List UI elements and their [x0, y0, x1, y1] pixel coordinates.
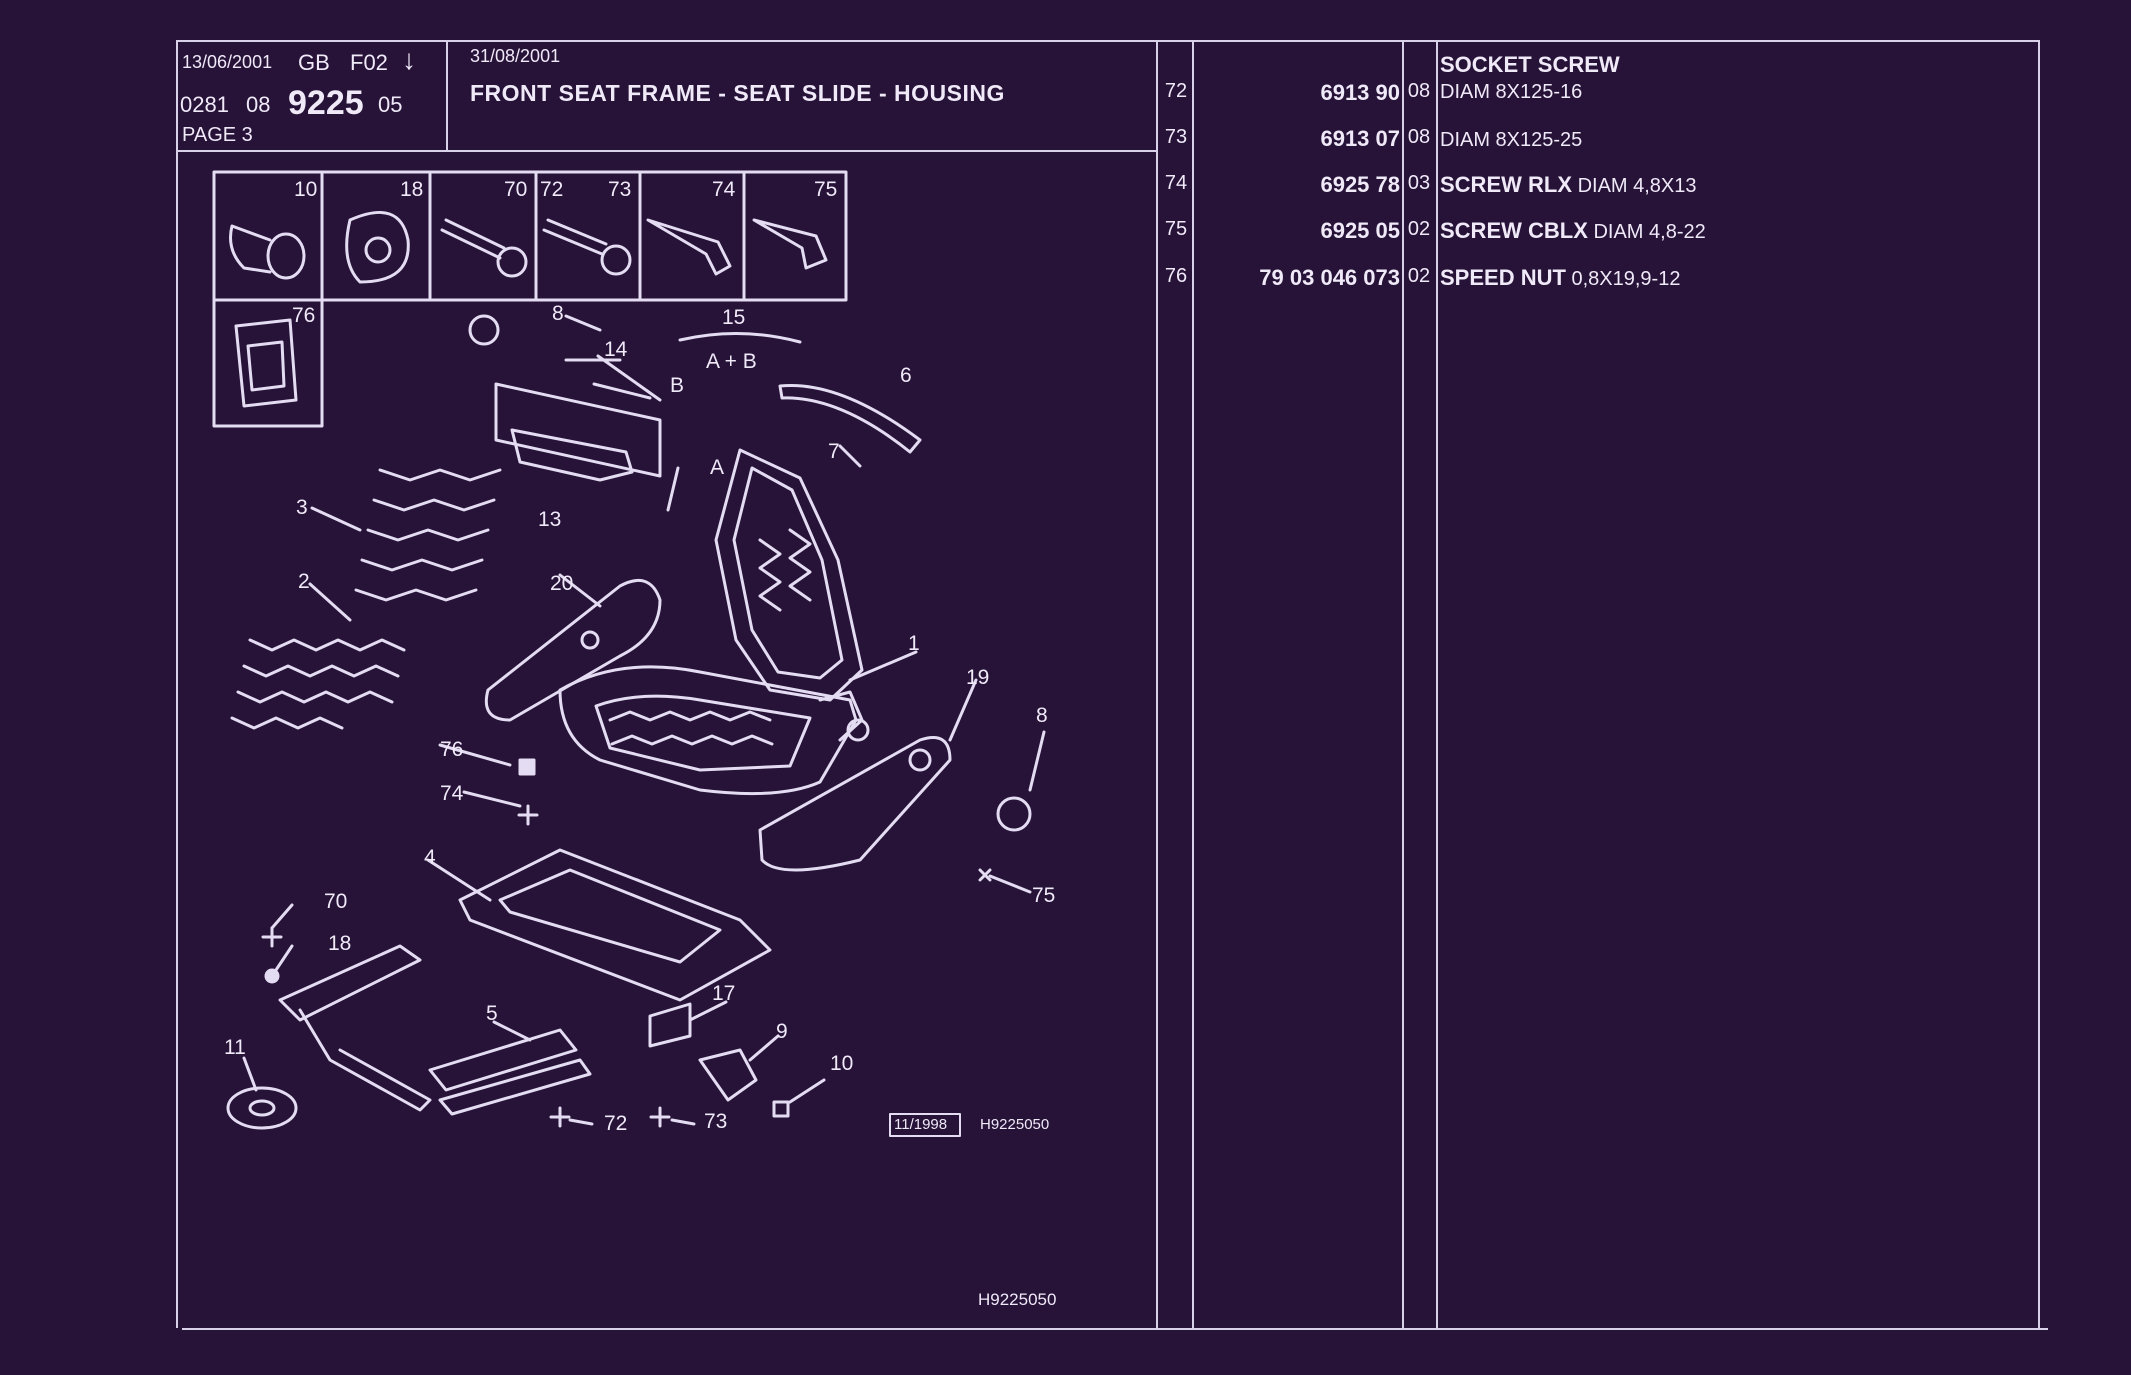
row-description: SPEED NUT 0,8X19,9-12	[1440, 265, 1680, 291]
callout-2: 2	[298, 570, 310, 593]
row-description: SCREW RLX DIAM 4,8X13	[1440, 172, 1697, 198]
col-sep-2	[1192, 40, 1194, 1328]
callout-8a: 8	[552, 302, 564, 325]
row-reference: 6913 07	[1320, 126, 1400, 151]
row-description: DIAM 8X125-16	[1440, 78, 1582, 104]
callout-20: 20	[550, 572, 574, 595]
callout-6: 6	[900, 364, 912, 387]
row-name: SCREW RLX	[1440, 172, 1572, 197]
col-sep-4	[1436, 40, 1438, 1328]
row-index: 75	[1164, 218, 1188, 240]
callout-1: 1	[908, 632, 920, 655]
down-arrow-icon: ↓	[402, 44, 416, 75]
inset-fastener-boxes	[212, 170, 848, 428]
header-divider-v	[446, 40, 448, 152]
callout-70: 70	[324, 890, 348, 913]
header-lang: GB	[298, 50, 330, 75]
frame-top	[176, 40, 2038, 42]
callout-7: 7	[828, 440, 840, 463]
row-spec: DIAM 4,8X13	[1577, 175, 1697, 197]
frame-bottom	[182, 1328, 2048, 1330]
callout-17: 17	[712, 982, 736, 1005]
callout-b: B	[670, 374, 685, 397]
callout-75: 75	[1032, 884, 1056, 907]
callout-9: 9	[776, 1020, 788, 1043]
callout-15: 15	[722, 306, 746, 329]
inset-label-10: 10	[294, 178, 318, 201]
row-quantity: 08	[1407, 126, 1431, 148]
catalog-prefix: 0281	[180, 92, 229, 117]
row-reference: 6925 05	[1320, 218, 1400, 243]
frame-right	[2038, 40, 2040, 1328]
row-description: SCREW CBLX DIAM 4,8-22	[1440, 218, 1706, 244]
catalog-number: 9225	[288, 84, 364, 122]
header-code: F02	[350, 50, 388, 75]
row-reference: 6913 90	[1320, 80, 1400, 105]
row-quantity: 03	[1407, 172, 1431, 194]
callout-a: A	[710, 456, 725, 479]
callout-72: 72	[604, 1112, 628, 1135]
row-index: 72	[1164, 80, 1188, 102]
col-sep-1	[1156, 40, 1158, 1328]
row-reference: 6925 78	[1320, 172, 1400, 197]
drawing-reference: H9225050	[980, 1116, 1050, 1133]
callout-8b: 8	[1036, 704, 1048, 727]
header-date: 13/06/2001	[182, 52, 273, 72]
callout-18: 18	[328, 932, 352, 955]
page-number: PAGE 3	[182, 124, 253, 146]
inset-label-75: 75	[814, 178, 838, 201]
parts-first-name: SOCKET SCREW	[1440, 52, 1620, 77]
callout-a-plus-b: A + B	[706, 350, 757, 373]
inset-label-18: 18	[400, 178, 424, 201]
catalog-suffix: 05	[378, 92, 403, 117]
callout-4: 4	[424, 846, 436, 869]
row-index: 76	[1164, 265, 1188, 287]
row-name: SCREW CBLX	[1440, 218, 1588, 243]
drawing-reference-footer: H9225050	[978, 1290, 1057, 1309]
row-quantity: 08	[1407, 80, 1431, 102]
callout-5: 5	[486, 1002, 498, 1025]
callout-11: 11	[224, 1036, 246, 1059]
row-index: 74	[1164, 172, 1188, 194]
row-index: 73	[1164, 126, 1188, 148]
callout-76: 76	[440, 738, 464, 761]
callout-73: 73	[704, 1110, 728, 1133]
row-spec: DIAM 8X125-16	[1440, 81, 1583, 103]
page-title: FRONT SEAT FRAME - SEAT SLIDE - HOUSING	[470, 80, 1005, 106]
validity-date: 31/08/2001	[470, 46, 561, 66]
col-sep-3	[1402, 40, 1404, 1328]
row-spec: 0,8X19,9-12	[1571, 268, 1681, 290]
row-quantity: 02	[1407, 265, 1431, 287]
row-description: DIAM 8X125-25	[1440, 126, 1582, 152]
row-spec: DIAM 8X125-25	[1440, 129, 1583, 151]
catalog-section: 08	[246, 92, 271, 117]
callout-19: 19	[966, 666, 990, 689]
frame-left	[176, 40, 178, 1328]
inset-label-76: 76	[292, 304, 316, 327]
callout-3: 3	[296, 496, 308, 519]
inset-label-72: 72	[540, 178, 564, 201]
row-name: SPEED NUT	[1440, 265, 1566, 290]
callout-74: 74	[440, 782, 464, 805]
callout-14: 14	[604, 338, 628, 361]
callout-13: 13	[538, 508, 562, 531]
row-spec: DIAM 4,8-22	[1593, 221, 1706, 243]
inset-label-74: 74	[712, 178, 736, 201]
row-quantity: 02	[1407, 218, 1431, 240]
header-divider-h	[176, 150, 1156, 152]
callout-10: 10	[830, 1052, 854, 1075]
inset-label-70: 70	[504, 178, 528, 201]
inset-label-73: 73	[608, 178, 632, 201]
drawing-date-stamp: 11/1998	[894, 1116, 948, 1133]
row-reference: 79 03 046 073	[1259, 265, 1400, 290]
